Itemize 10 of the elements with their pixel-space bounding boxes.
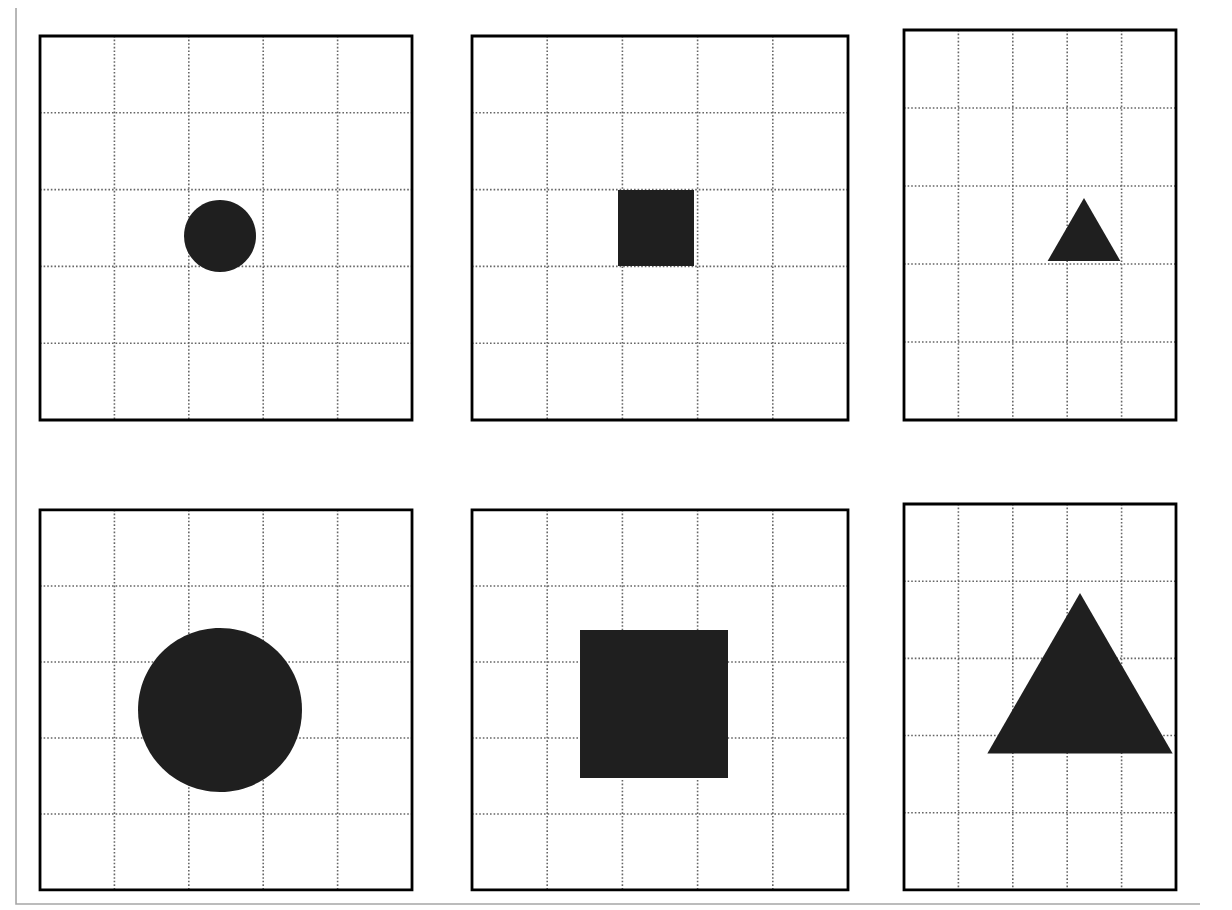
grid-panel [470, 34, 850, 422]
square-shape [618, 190, 694, 266]
circle-shape [138, 627, 302, 792]
circle-shape [184, 200, 256, 272]
triangle-shape [1047, 198, 1121, 261]
grid-panel [902, 28, 1178, 422]
triangle-shape [987, 593, 1173, 754]
grid-panel [902, 502, 1178, 892]
square-shape [580, 629, 728, 778]
grid-panel [38, 34, 414, 422]
